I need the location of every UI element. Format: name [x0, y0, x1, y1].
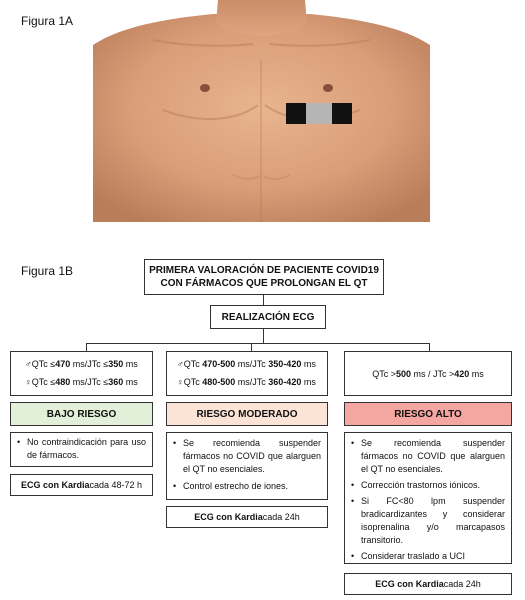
recommendation-item: Control estrecho de iones.: [173, 480, 321, 493]
ecg-box: REALIZACIÓN ECG: [210, 305, 326, 329]
torso-photo: [93, 0, 430, 222]
risk-high-box: RIESGO ALTO: [344, 402, 512, 426]
connector-line: [263, 295, 264, 305]
criteria-line-female: ♀QTc 480-500 ms/JTc 360-420 ms: [177, 377, 316, 387]
recommendations-low: No contraindicación para uso de fármacos…: [10, 432, 153, 467]
connector-line: [251, 343, 252, 351]
ecg-followup-high: ECG con Kardia cada 24h: [344, 573, 512, 595]
criteria-line-female: ♀QTc ≤480 ms/JTc ≤360 ms: [25, 377, 138, 387]
recommendations-moderate: Se recomienda suspender fármacos no COVI…: [166, 432, 328, 500]
criteria-line: QTc >500 ms / JTc >420 ms: [372, 368, 484, 379]
connector-line: [429, 343, 430, 351]
ecg-followup-moderate: ECG con Kardia cada 24h: [166, 506, 328, 528]
kardia-device: [286, 103, 352, 124]
risk-low-box: BAJO RIESGO: [10, 402, 153, 426]
recommendation-item: Se recomienda suspender fármacos no COVI…: [351, 437, 505, 476]
criteria-line-male: ♂QTc ≤470 ms/JTc ≤350 ms: [25, 359, 138, 369]
recommendation-item: Corrección trastornos iónicos.: [351, 479, 505, 492]
connector-line: [86, 343, 87, 351]
criteria-line-male: ♂QTc 470-500 ms/JTc 350-420 ms: [177, 359, 316, 369]
flowchart-title-box: PRIMERA VALORACIÓN DE PACIENTE COVID19 C…: [144, 259, 384, 295]
risk-moderate-box: RIESGO MODERADO: [166, 402, 328, 426]
recommendations-high: Se recomienda suspender fármacos no COVI…: [344, 432, 512, 564]
criteria-box-moderate: ♂QTc 470-500 ms/JTc 350-420 ms ♀QTc 480-…: [166, 351, 328, 396]
branch-line: [86, 343, 429, 344]
ecg-followup-low: ECG con Kardia cada 48-72 h: [10, 474, 153, 496]
connector-line: [263, 329, 264, 343]
figure-1b-label: Figura 1B: [21, 264, 74, 278]
torso-illustration: [93, 0, 430, 222]
recommendation-item: Se recomienda suspender fármacos no COVI…: [173, 437, 321, 476]
recommendation-item: No contraindicación para uso de fármacos…: [17, 436, 146, 462]
recommendation-item: Si FC<80 lpm suspender bradicardizantes …: [351, 495, 505, 547]
criteria-box-high: QTc >500 ms / JTc >420 ms: [344, 351, 512, 396]
recommendation-item: Considerar traslado a UCI: [351, 550, 505, 563]
figure-1a-label: Figura 1A: [21, 14, 74, 28]
criteria-box-low: ♂QTc ≤470 ms/JTc ≤350 ms ♀QTc ≤480 ms/JT…: [10, 351, 153, 396]
